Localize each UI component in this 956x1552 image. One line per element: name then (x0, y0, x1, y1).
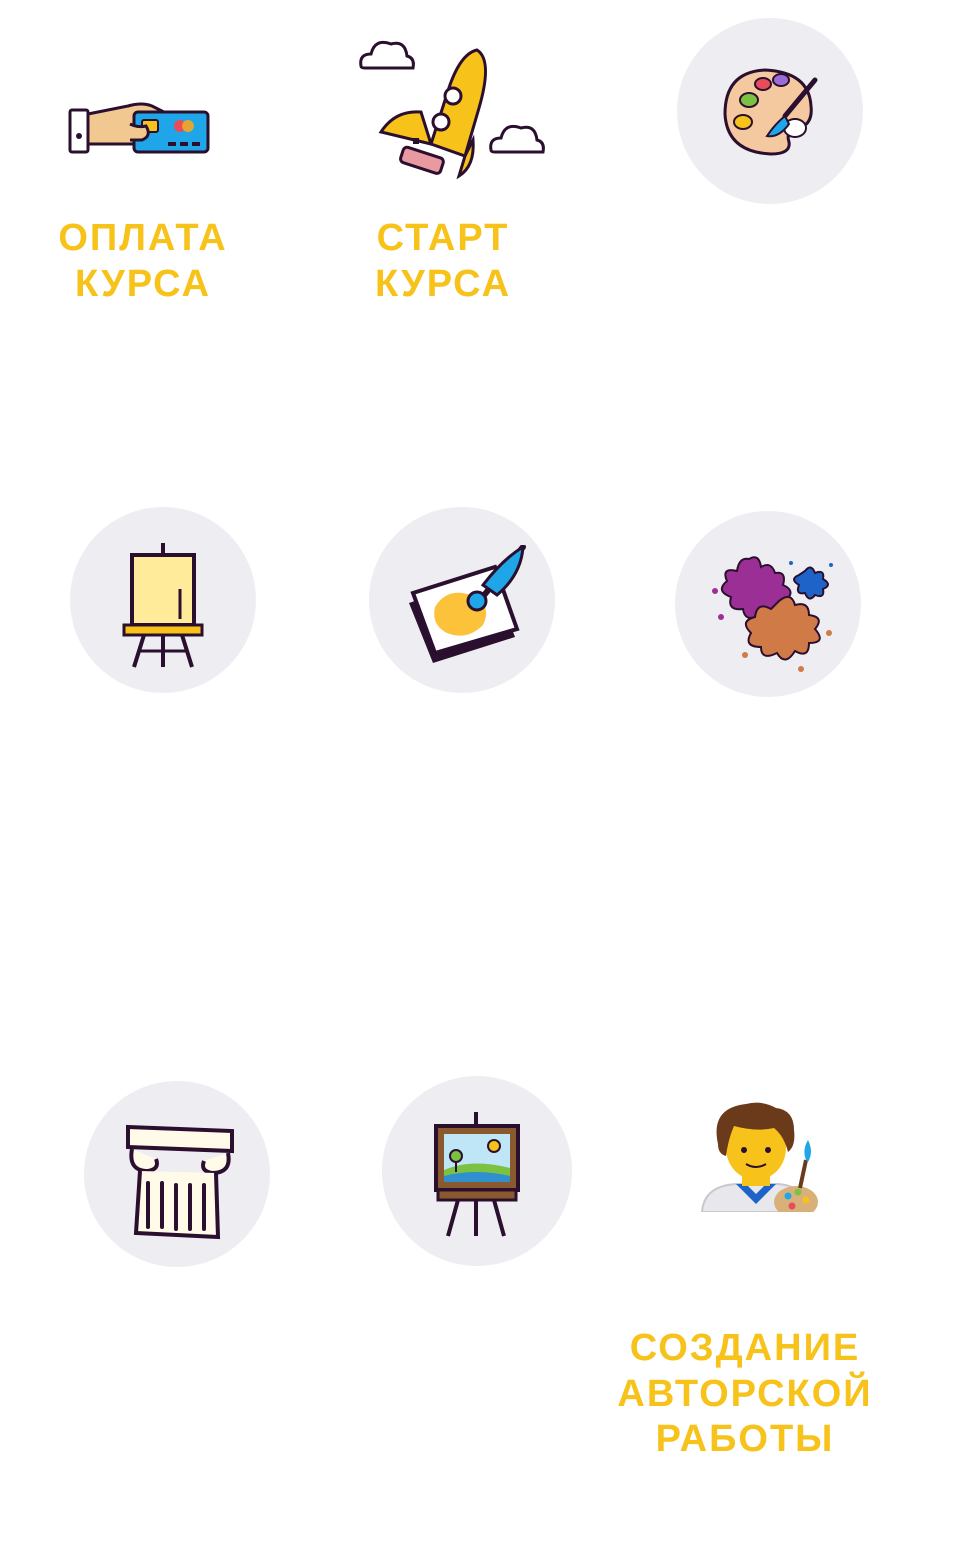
step-easel[interactable] (70, 507, 256, 693)
step-start[interactable]: СТАРТ КУРСА (355, 30, 545, 320)
step-palette[interactable] (677, 18, 863, 204)
step-label: СОЗДАНИЕ АВТОРСКОЙ РАБОТЫ (600, 1326, 890, 1463)
step-landscape[interactable] (382, 1076, 572, 1266)
step-artist[interactable]: СОЗДАНИЕ АВТОРСКОЙ РАБОТЫ (600, 1090, 890, 1480)
step-label: СТАРТ КУРСА (348, 216, 538, 307)
step-column[interactable] (84, 1081, 270, 1267)
step-splash[interactable] (675, 511, 861, 697)
label-line: СТАРТ (376, 217, 510, 259)
label-line: РАБОТЫ (655, 1418, 835, 1461)
credit-card-icon (68, 84, 210, 154)
label-line: КУРСА (74, 262, 212, 305)
label-line: АВТОРСКОЙ (617, 1372, 873, 1415)
column-icon (124, 1123, 236, 1243)
artist-icon (696, 1100, 820, 1212)
brush-painting-icon (405, 545, 527, 667)
label-line: СОЗДАНИЕ (629, 1327, 861, 1369)
step-payment[interactable]: ОПЛАТА КУРСА (58, 70, 226, 320)
palette-icon (719, 66, 819, 158)
step-label: ОПЛАТА КУРСА (48, 216, 238, 307)
rocket-icon (355, 30, 545, 185)
step-painting[interactable] (369, 507, 555, 693)
easel-icon (122, 541, 206, 671)
label-line: ОПЛАТА (58, 217, 228, 259)
paint-splash-icon (705, 551, 835, 677)
label-line: КУРСА (374, 262, 512, 305)
easel-landscape-icon (432, 1110, 522, 1240)
